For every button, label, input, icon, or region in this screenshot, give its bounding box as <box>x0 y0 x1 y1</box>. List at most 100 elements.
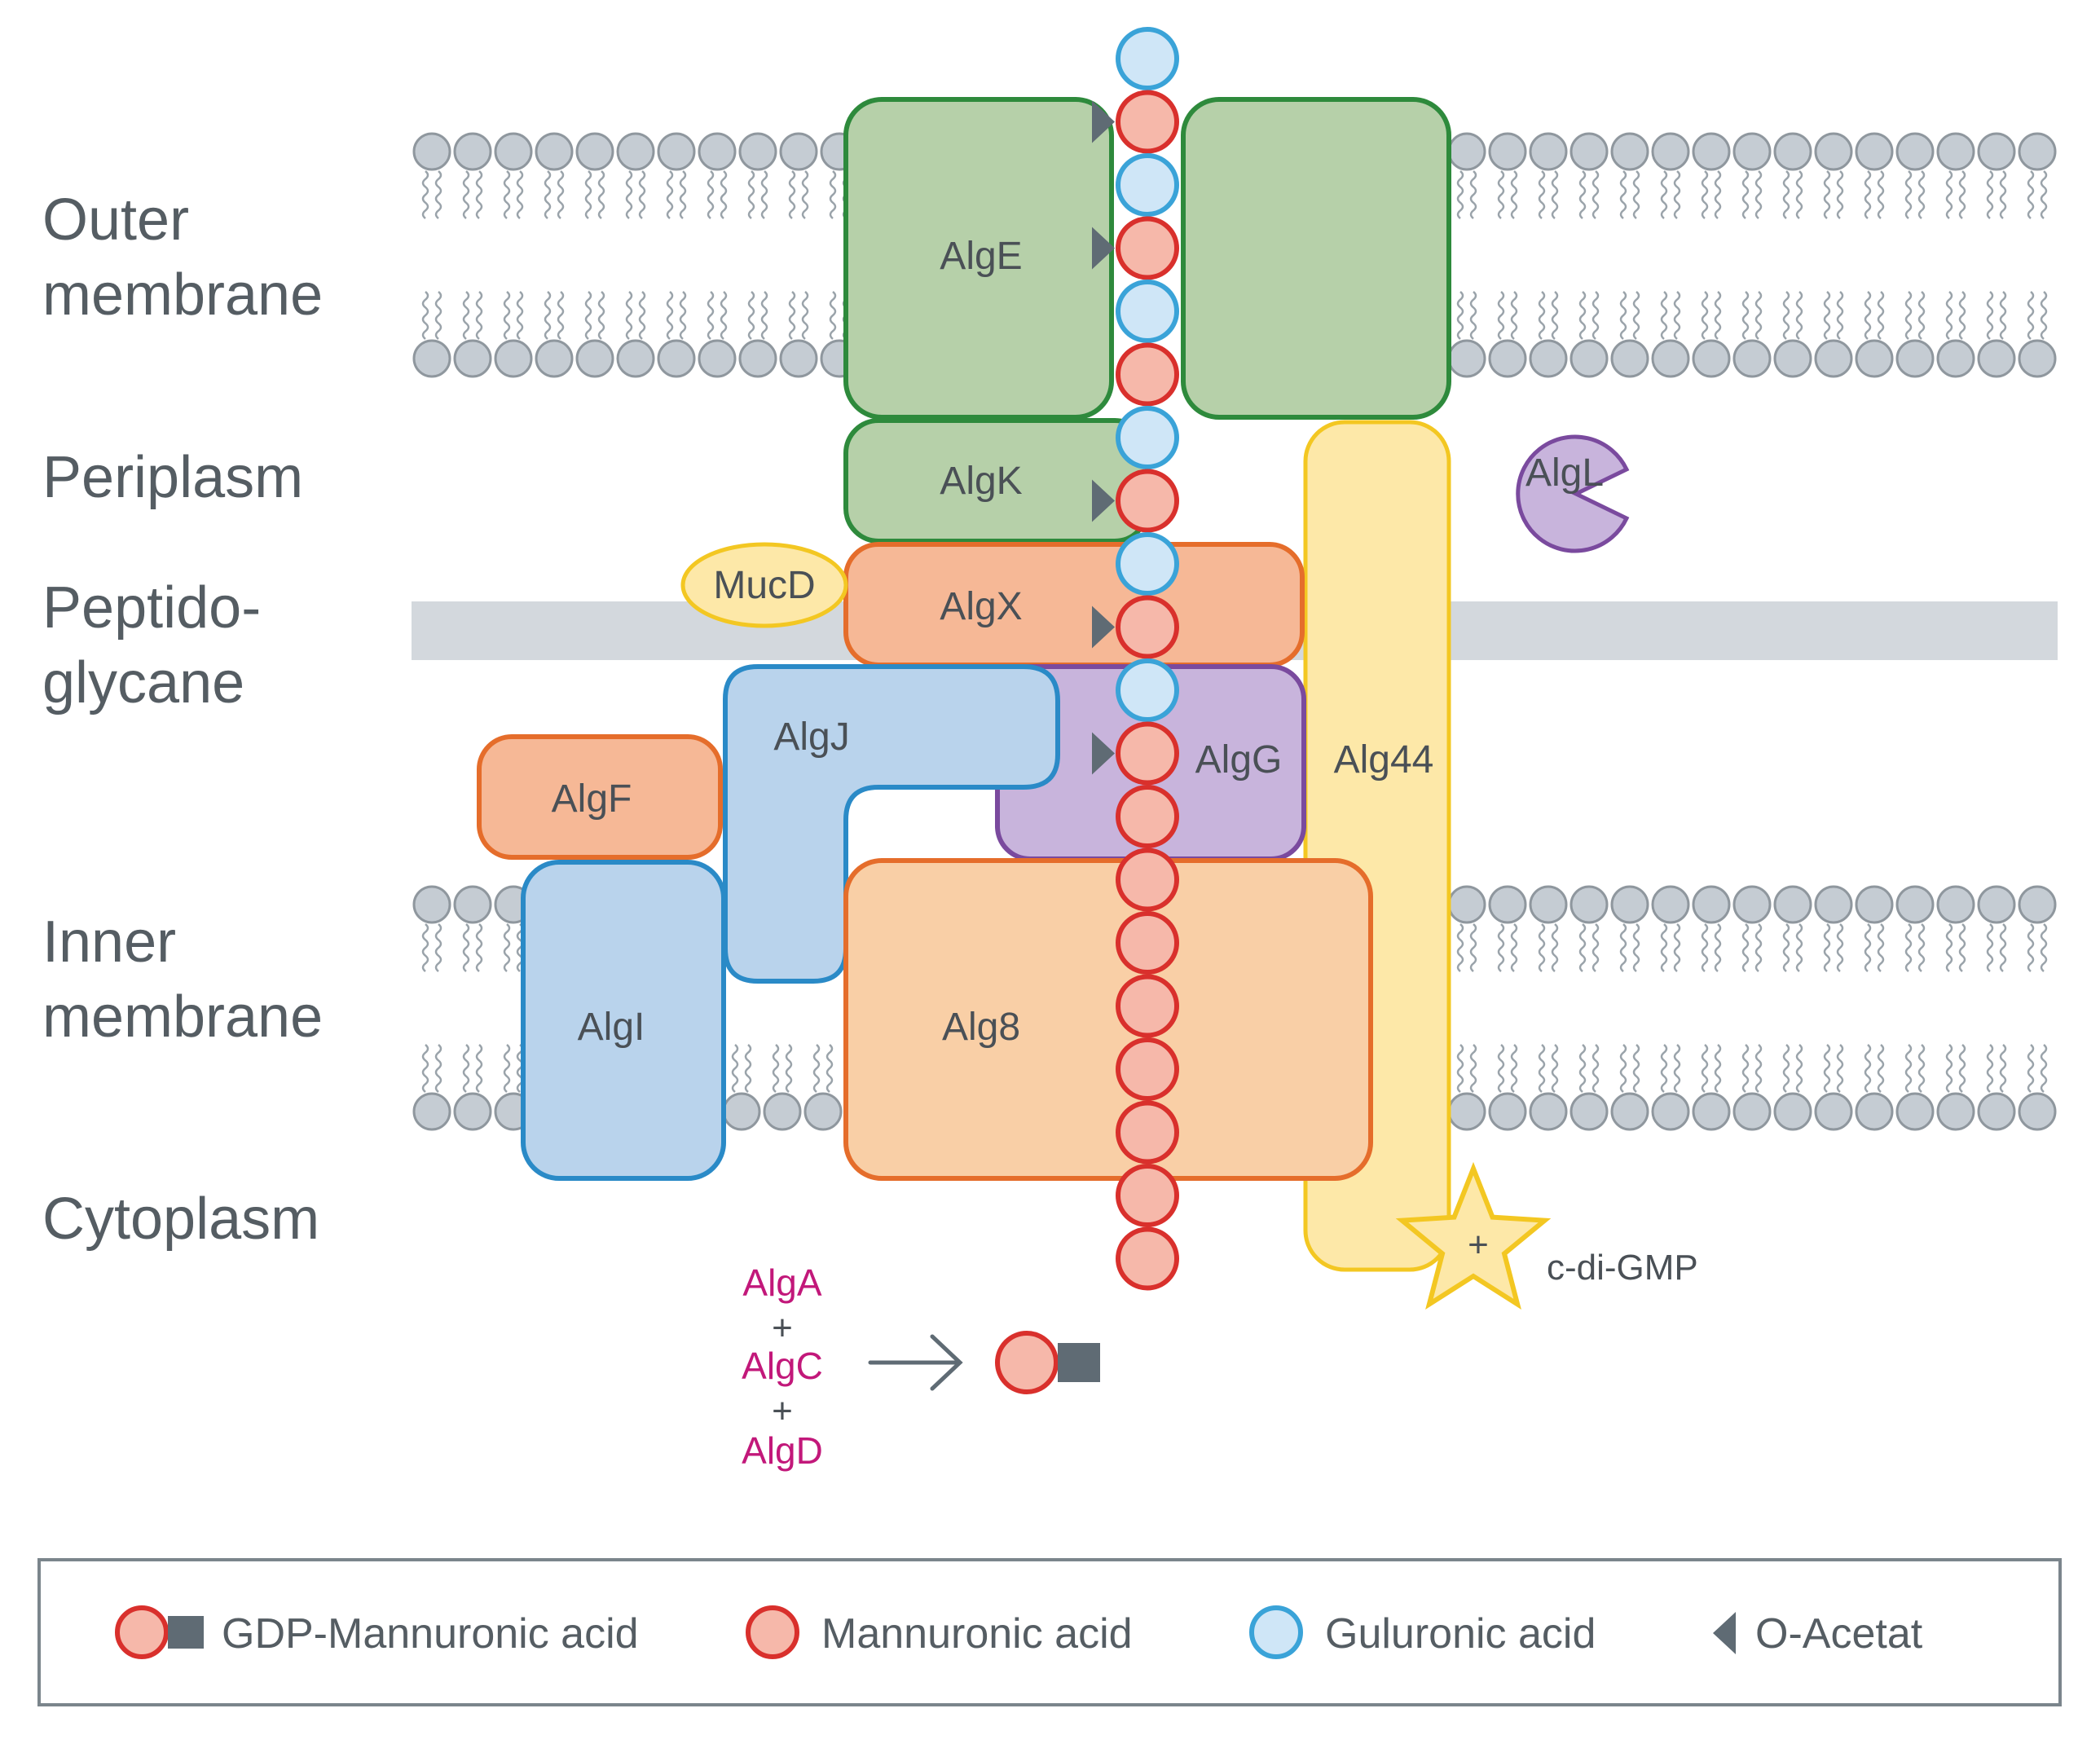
lipid-tail <box>1632 170 1640 219</box>
lipid-head <box>1773 339 1812 378</box>
protein-algl <box>1516 434 1630 553</box>
region-label-peptidoglycane-line1: Peptido- <box>42 575 261 641</box>
lipid-tail <box>625 170 633 219</box>
lipid-tail <box>720 291 728 340</box>
lipid-tail <box>1578 291 1587 340</box>
lipid-tail <box>1510 291 1518 340</box>
lipid-tail <box>1701 170 1709 219</box>
lipid-tail <box>1877 1044 1885 1093</box>
region-label-inner-membrane-line1: Inner <box>42 909 176 975</box>
lipid-head <box>616 132 655 171</box>
lipid-head <box>494 339 533 378</box>
lipid-head <box>1936 885 1975 924</box>
lipid-head <box>1895 339 1935 378</box>
region-label-periplasm: Periplasm <box>42 445 303 510</box>
lipid-tail <box>1619 291 1627 340</box>
protein-alge-left <box>843 97 1114 420</box>
lipid-head <box>616 339 655 378</box>
lipid-tail <box>421 291 429 340</box>
lipid-head <box>1529 1092 1568 1131</box>
lipid-tail <box>1469 923 1477 972</box>
protein-alge-right <box>1181 97 1451 420</box>
guluronic-acid <box>1116 658 1179 722</box>
lipid-head <box>1773 1092 1812 1131</box>
lipid-tail <box>1456 291 1464 340</box>
region-label-outer-membrane-line2: membrane <box>42 262 323 328</box>
legend-guluronic-circle <box>1249 1605 1303 1659</box>
lipid-head <box>1447 339 1486 378</box>
lipid-head <box>779 132 818 171</box>
lipid-head <box>2018 1092 2057 1131</box>
lipid-head <box>1692 339 1731 378</box>
lipid-head <box>1895 1092 1935 1131</box>
lipid-tail <box>544 170 552 219</box>
lipid-head <box>1855 1092 1894 1131</box>
guluronic-acid <box>1116 532 1179 596</box>
lipid-tail <box>801 170 809 219</box>
enzyme-plus-2: + <box>772 1391 793 1431</box>
protein-label-algl: AlgL <box>1525 451 1604 495</box>
lipid-tail <box>1836 291 1844 340</box>
region-label-cytoplasm: Cytoplasm <box>42 1187 319 1252</box>
protein-label-algx: AlgX <box>940 585 1022 628</box>
lipid-tail <box>1578 1044 1587 1093</box>
lipid-tail <box>503 170 511 219</box>
mannuronic-acid <box>1116 469 1179 533</box>
lipid-head <box>1529 339 1568 378</box>
lipid-tail <box>2040 1044 2048 1093</box>
lipid-tail <box>1795 1044 1803 1093</box>
mannuronic-acid <box>1116 1226 1179 1291</box>
lipid-tail <box>1986 170 1994 219</box>
lipid-tail <box>1864 1044 1872 1093</box>
lipid-head <box>803 1092 843 1131</box>
o-acetyl-marks <box>1092 100 1115 775</box>
lipid-head <box>1651 1092 1690 1131</box>
mannuronic-acid <box>1116 595 1179 659</box>
lipid-head <box>779 339 818 378</box>
lipid-head <box>657 132 696 171</box>
lipid-tail <box>544 291 552 340</box>
lipid-head <box>2018 885 2057 924</box>
lipid-tail <box>1986 1044 1994 1093</box>
lipid-tail <box>1632 291 1640 340</box>
lipid-head <box>535 339 574 378</box>
c-di-gmp-plus: + <box>1468 1225 1489 1265</box>
mannuronic-acid <box>1116 785 1179 848</box>
legend-gdp-mannuronic-square <box>168 1616 204 1649</box>
lipid-tail <box>503 1044 511 1093</box>
o-acetyl-mark <box>1092 605 1115 649</box>
lipid-tail <box>1497 170 1505 219</box>
lipid-head <box>1977 339 2016 378</box>
protein-label-alg8: Alg8 <box>942 1006 1020 1049</box>
lipid-tail <box>584 170 592 219</box>
lipid-tail <box>584 291 592 340</box>
lipid-tail <box>1795 170 1803 219</box>
lipid-tail <box>760 291 768 340</box>
lipid-head <box>698 339 737 378</box>
mannuronic-acid <box>1116 974 1179 1038</box>
lipid-head <box>1732 1092 1772 1131</box>
lipid-head <box>1692 132 1731 171</box>
lipid-tail <box>785 1044 793 1093</box>
lipid-tail <box>1660 170 1668 219</box>
mannuronic-acid <box>1116 1037 1179 1101</box>
lipid-tail <box>1497 1044 1505 1093</box>
lipid-tail <box>1592 923 1600 972</box>
outer-membrane <box>412 132 2057 378</box>
lipid-tail <box>2040 291 2048 340</box>
lipid-tail <box>1538 170 1546 219</box>
lipid-tail <box>516 291 524 340</box>
lipid-head <box>698 132 737 171</box>
lipid-tail <box>1823 1044 1831 1093</box>
lipid-head <box>1936 339 1975 378</box>
lipid-tail <box>1592 170 1600 219</box>
lipid-tail <box>1917 1044 1926 1093</box>
lipid-tail <box>475 291 483 340</box>
lipid-tail <box>1795 923 1803 972</box>
lipid-tail <box>772 1044 780 1093</box>
lipid-head <box>1773 885 1812 924</box>
lipid-tail <box>1782 291 1790 340</box>
gdp-mannuronic-product-circle <box>995 1331 1059 1394</box>
lipid-tail <box>434 170 442 219</box>
